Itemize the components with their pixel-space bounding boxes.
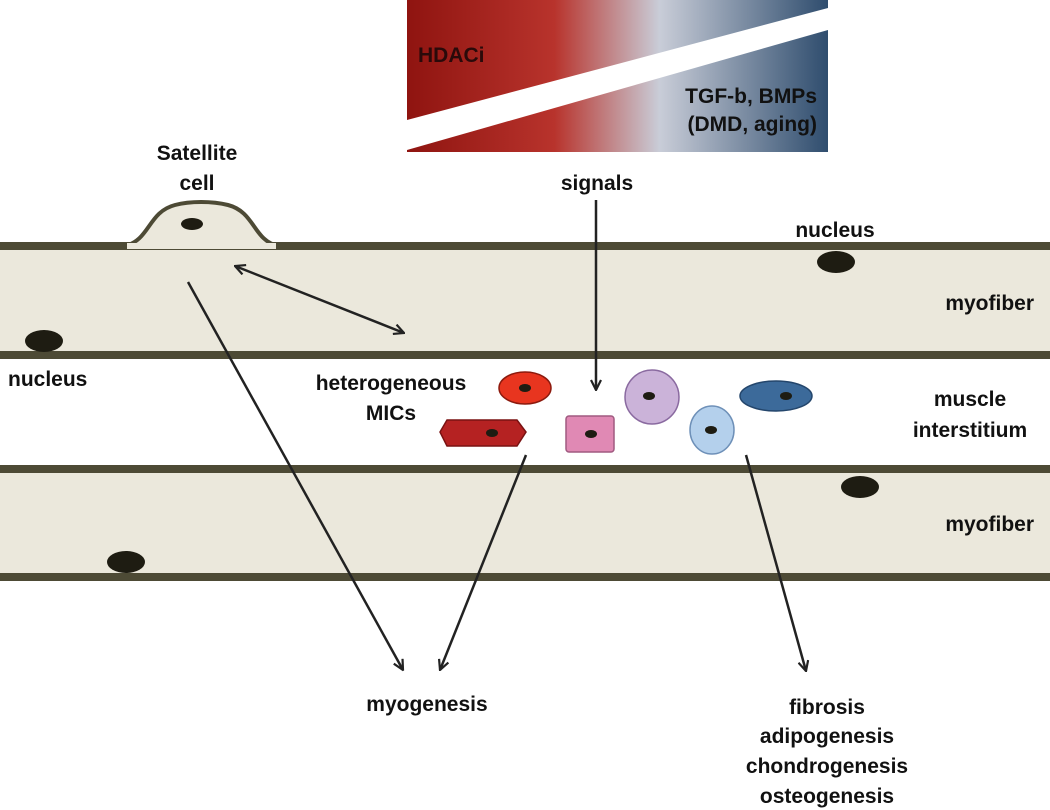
mics-label-line2: MICs	[366, 402, 416, 425]
myofiber-nucleus-bottom-right	[841, 476, 879, 498]
top-myofiber	[0, 242, 1050, 359]
mics-label-line1: heterogeneous	[316, 372, 467, 395]
interstitium-label-line1: muscle	[934, 388, 1006, 411]
hdaci-triangle	[407, 0, 828, 120]
fate-label-adipogenesis: adipogenesis	[760, 725, 894, 748]
red-oval-cell	[498, 371, 552, 405]
satellite-nucleus	[181, 218, 203, 230]
nucleus-label-top: nucleus	[795, 219, 874, 242]
satellite-cell-label-line2: cell	[179, 172, 214, 195]
interstitium-label-line2: interstitium	[913, 419, 1027, 442]
hdaci-label: HDACi	[418, 44, 485, 67]
fate-label-chondrogenesis: chondrogenesis	[746, 755, 908, 778]
arrows	[186, 200, 806, 671]
signals-label: signals	[561, 172, 633, 195]
light-blue-round-cell	[689, 405, 735, 455]
pink-square-cell	[565, 415, 615, 453]
myofiber-nucleus-bottom-left	[107, 551, 145, 573]
tgfb-bmps-label: TGF-b, BMPs	[685, 85, 817, 108]
myofiber-label-top: myofiber	[945, 292, 1034, 315]
tgfb-triangle	[407, 30, 828, 152]
myofiber-label-bottom: myofiber	[945, 513, 1034, 536]
myogenesis-label: myogenesis	[366, 693, 487, 716]
dark-red-hexagon-cell	[439, 419, 527, 447]
signal-gradient-box: HDACi TGF-b, BMPs (DMD, aging)	[407, 0, 828, 152]
blue-oval-cell	[739, 380, 813, 412]
dmd-aging-label: (DMD, aging)	[688, 113, 817, 136]
lavender-round-cell	[624, 369, 680, 425]
bottom-myofiber	[0, 465, 1050, 581]
nucleus-label-left: nucleus	[8, 368, 87, 391]
satellite-cell-label-line1: Satellite	[157, 142, 238, 165]
mic-to-myogenesis-arrow	[440, 454, 528, 670]
mic-cells	[439, 369, 813, 455]
satellite-cell	[124, 200, 279, 249]
satellite-interaction-arrow	[235, 266, 404, 333]
myofiber-nucleus-top-right	[817, 251, 855, 273]
satellite-to-myogenesis-arrow	[186, 281, 403, 670]
mic-to-fibrosis-arrow	[744, 454, 806, 671]
fate-label-fibrosis: fibrosis	[789, 696, 865, 719]
myofiber-nucleus-top-left	[25, 330, 63, 352]
fate-label-osteogenesis: osteogenesis	[760, 785, 894, 808]
